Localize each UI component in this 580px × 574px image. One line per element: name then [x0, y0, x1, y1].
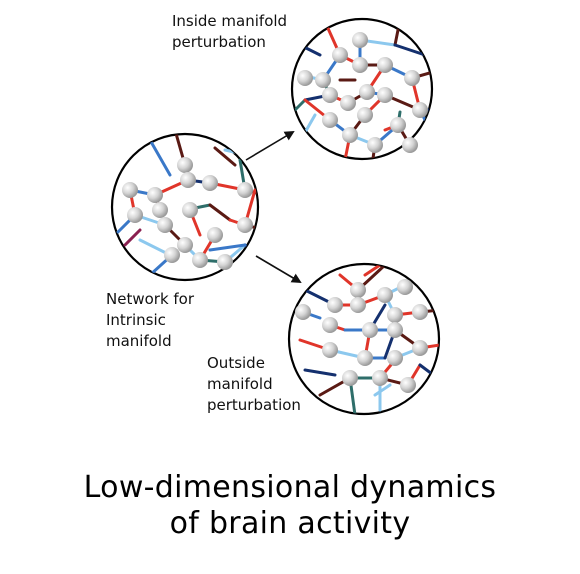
arrow-icon: [255, 255, 302, 284]
inside-manifold-label: Inside manifold perturbation: [172, 12, 288, 51]
network-nodes: [297, 32, 428, 153]
network-intrinsic-manifold-label: Network for Intrinsic manifold: [106, 290, 195, 350]
outside-manifold-network: [287, 262, 441, 416]
inside-manifold-network: [290, 17, 434, 161]
outside-manifold-label: Outside manifold perturbation: [207, 354, 301, 414]
network-nodes: [122, 157, 253, 270]
caption: Low-dimensional dynamics of brain activi…: [83, 470, 497, 541]
arrow-to-outside: [255, 255, 302, 284]
intrinsic-manifold-network: [110, 132, 260, 282]
arrow-icon: [245, 130, 295, 161]
network-nodes: [295, 279, 428, 393]
arrow-to-inside: [245, 130, 295, 161]
